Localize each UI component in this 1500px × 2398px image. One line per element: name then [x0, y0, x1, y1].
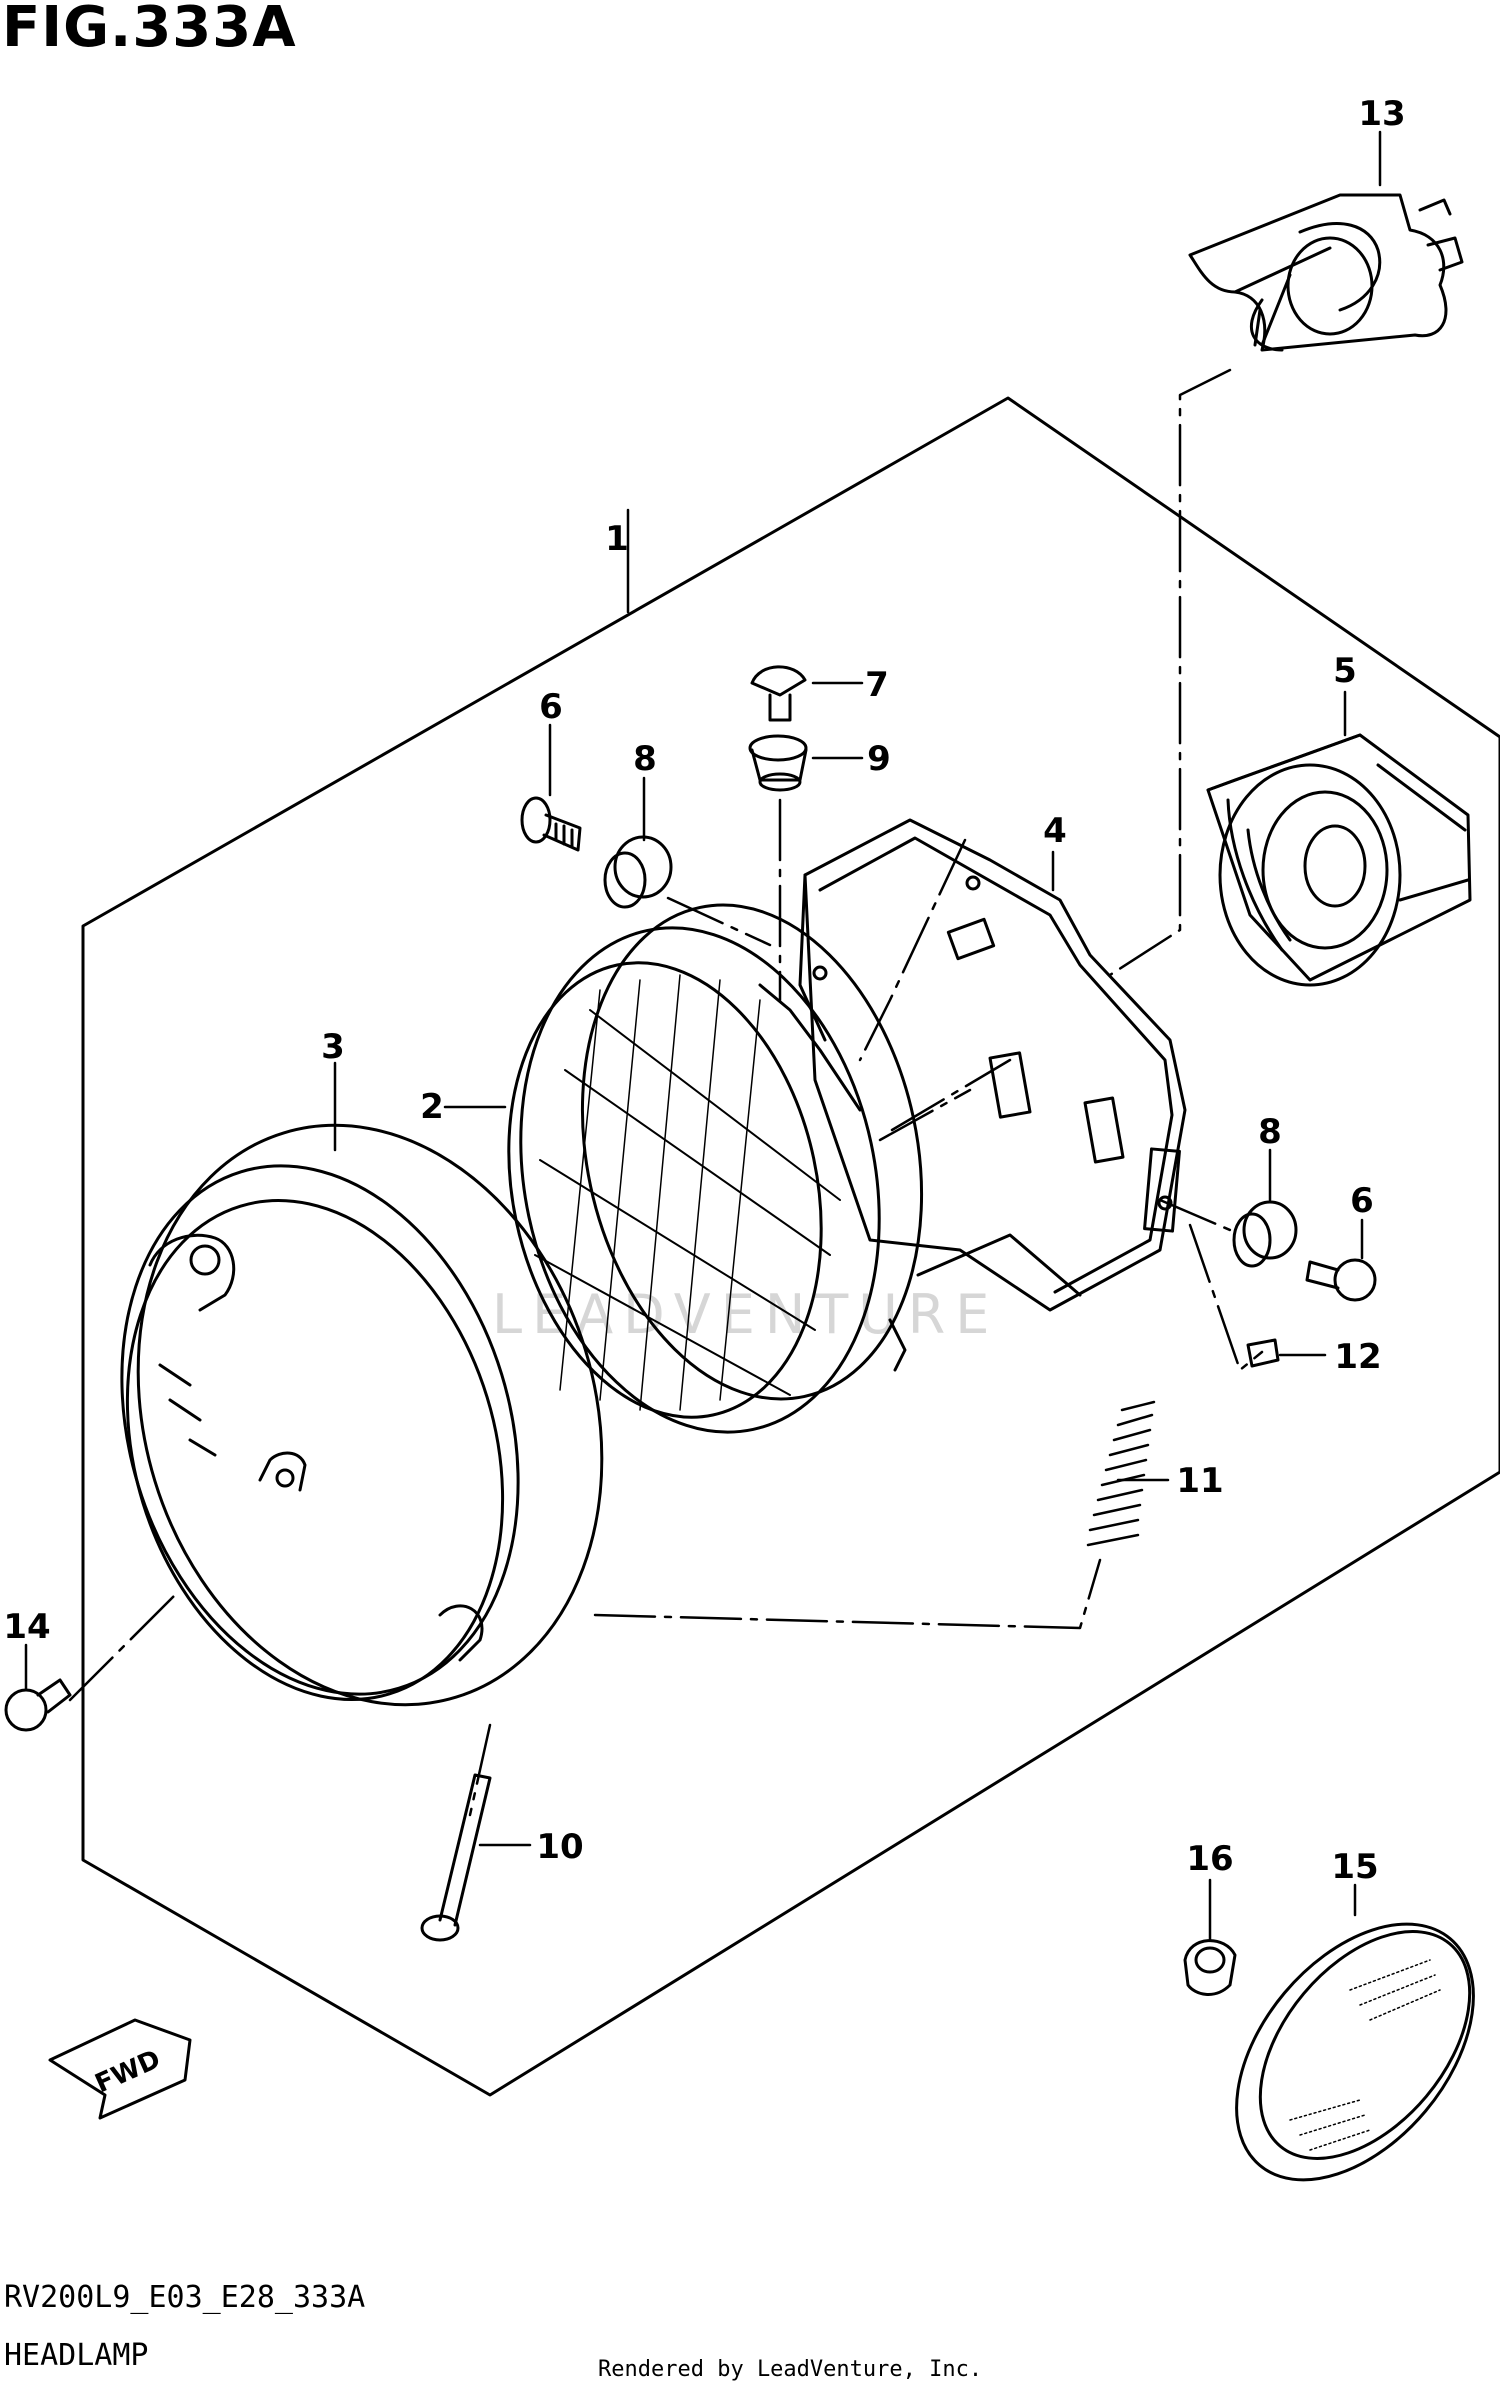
socket-cover[interactable]	[1206, 733, 1472, 987]
forward-arrow	[48, 2018, 192, 2120]
screw-upper[interactable]	[520, 796, 582, 852]
callout-2[interactable]: 2	[420, 1087, 444, 1127]
callout-3[interactable]: 3	[321, 1027, 345, 1067]
callout-4[interactable]: 4	[1043, 811, 1067, 851]
callout-labels: 1 2 3 4 5 6 7 8 9 10 11 12 13 14 15 16 8…	[3, 94, 1405, 1887]
callout-11[interactable]: 11	[1176, 1461, 1223, 1501]
assembly-lines	[68, 368, 1264, 1817]
screw-7[interactable]	[750, 665, 807, 722]
bulb[interactable]	[1188, 193, 1464, 352]
lens-reflector[interactable]	[469, 873, 966, 1466]
callout-13[interactable]: 13	[1358, 94, 1405, 134]
nut-12[interactable]	[1246, 1338, 1280, 1368]
callout-6-upper[interactable]: 6	[539, 687, 563, 727]
leader-lines	[24, 130, 1382, 1942]
headlamp-rim[interactable]	[59, 1067, 671, 1763]
nut-16[interactable]	[1183, 1939, 1237, 1996]
adjusting-screw-10[interactable]	[420, 1773, 492, 1942]
callout-12[interactable]: 12	[1334, 1337, 1381, 1377]
callout-16[interactable]: 16	[1186, 1839, 1233, 1879]
callout-14[interactable]: 14	[3, 1607, 50, 1647]
credit-text: Rendered by LeadVenture, Inc.	[598, 2357, 983, 2382]
figure-title: FIG.333A	[2, 0, 297, 60]
screw-lower[interactable]	[1305, 1258, 1377, 1302]
figure-subtitle: HEADLAMP	[4, 2338, 149, 2373]
callout-7[interactable]: 7	[865, 665, 889, 705]
callout-8-upper[interactable]: 8	[633, 739, 657, 779]
callout-1[interactable]: 1	[605, 519, 629, 559]
callout-15[interactable]: 15	[1331, 1847, 1378, 1887]
assembly-boundary	[81, 396, 1500, 2097]
callout-9[interactable]: 9	[867, 739, 891, 779]
grommet-upper[interactable]	[603, 835, 673, 909]
grommet-lower[interactable]	[1232, 1200, 1298, 1268]
grommet-9[interactable]	[748, 734, 808, 792]
headlamp-bracket[interactable]	[798, 818, 1187, 1312]
figure-code: RV200L9_E03_E28_333A	[4, 2280, 366, 2315]
callout-5[interactable]: 5	[1333, 651, 1357, 691]
reflector-15[interactable]	[1189, 1879, 1500, 2224]
callout-10[interactable]: 10	[536, 1827, 583, 1867]
callout-6-lower[interactable]: 6	[1350, 1181, 1374, 1221]
screw-14[interactable]	[4, 1678, 72, 1732]
callout-8-lower[interactable]: 8	[1258, 1112, 1282, 1152]
forward-label: FWD	[91, 2044, 165, 2099]
spring-11[interactable]	[1086, 1400, 1156, 1547]
